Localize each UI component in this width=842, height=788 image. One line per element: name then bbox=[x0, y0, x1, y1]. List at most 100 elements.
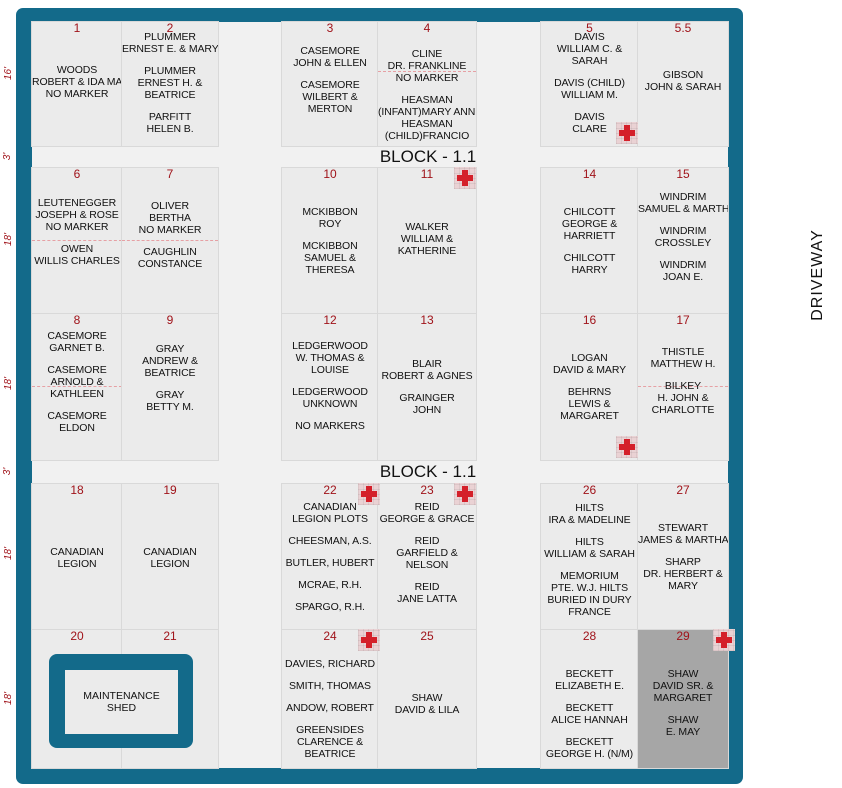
marker-icon bbox=[616, 436, 638, 458]
burial-text: PTE. W.J. HILTS bbox=[550, 582, 629, 594]
burial-text: BECKETT bbox=[565, 736, 614, 748]
burial-text: SARAH bbox=[571, 55, 608, 67]
marker-icon bbox=[358, 483, 380, 505]
burial-text: WILLIS CHARLES bbox=[34, 255, 120, 267]
marker-icon bbox=[454, 167, 476, 189]
plot-number: 18 bbox=[70, 484, 84, 497]
plot-number: 11 bbox=[420, 168, 434, 181]
burial-text: CASEMORE bbox=[47, 410, 107, 422]
plot-number: 17 bbox=[676, 314, 690, 327]
row-dimension: 16' bbox=[3, 66, 15, 81]
marker-icon bbox=[616, 122, 638, 144]
burial-text: CONSTANCE bbox=[137, 258, 203, 270]
burial-entry: McRAE, R.H. bbox=[282, 579, 378, 591]
burial-text: CASEMORE bbox=[300, 79, 360, 91]
burial-text: REID bbox=[414, 501, 440, 513]
burial-text: SAMUEL & MARTHA bbox=[638, 203, 728, 215]
burial-entry: SMITH, THOMAS bbox=[282, 680, 378, 692]
burial-text: GEORGE & bbox=[561, 218, 618, 230]
burial-text: McKIBBON bbox=[302, 206, 358, 218]
burial-entry: BUTLER, HUBERT bbox=[282, 557, 378, 569]
burial-text: LEGION bbox=[150, 558, 190, 570]
burial-text: BUTLER, HUBERT bbox=[285, 557, 375, 569]
burial-text: THISTLE bbox=[661, 346, 705, 358]
burial-text: H. JOHN & bbox=[657, 392, 709, 404]
burial-text: WINDRIM bbox=[659, 259, 707, 271]
burial-text: MERTON bbox=[307, 103, 353, 115]
plot-number: 15 bbox=[676, 168, 690, 181]
burial-text: CHILCOTT bbox=[563, 206, 616, 218]
row-dimension: 18' bbox=[3, 546, 15, 561]
row-dimension: 3' bbox=[2, 152, 14, 161]
burial-text: CANADIAN bbox=[303, 501, 357, 513]
plot-number: 6 bbox=[73, 168, 81, 181]
plot-number: 27 bbox=[676, 484, 690, 497]
marker-icon bbox=[358, 629, 380, 651]
row-dimension: 18' bbox=[3, 691, 15, 706]
plot-number: 8 bbox=[73, 314, 81, 327]
burial-text: WILBERT & bbox=[302, 91, 358, 103]
burial-text: WALKER bbox=[405, 221, 449, 233]
burial-text: BERTHA bbox=[149, 212, 191, 224]
burial-text: HARRY bbox=[571, 264, 608, 276]
plot-number: 2 bbox=[166, 22, 174, 35]
plot-10[interactable]: 10McKIBBONROYMcKIBBONSAMUEL &THERESA bbox=[281, 167, 379, 315]
burial-text: HILTS bbox=[575, 536, 604, 548]
burial-text: DR. HERBERT & bbox=[643, 568, 723, 580]
burial-text: BECKETT bbox=[565, 668, 614, 680]
burial-text: WOODS bbox=[56, 64, 98, 76]
plot-number: 22 bbox=[323, 484, 337, 497]
burial-text: FRANCE bbox=[568, 606, 611, 618]
block-label-top: BLOCK - 1.1 bbox=[379, 147, 477, 166]
burial-text: REID bbox=[414, 535, 440, 547]
plot-number: 19 bbox=[163, 484, 177, 497]
burial-text: DAVIS bbox=[574, 111, 605, 123]
burial-text: STEWART bbox=[657, 522, 709, 534]
